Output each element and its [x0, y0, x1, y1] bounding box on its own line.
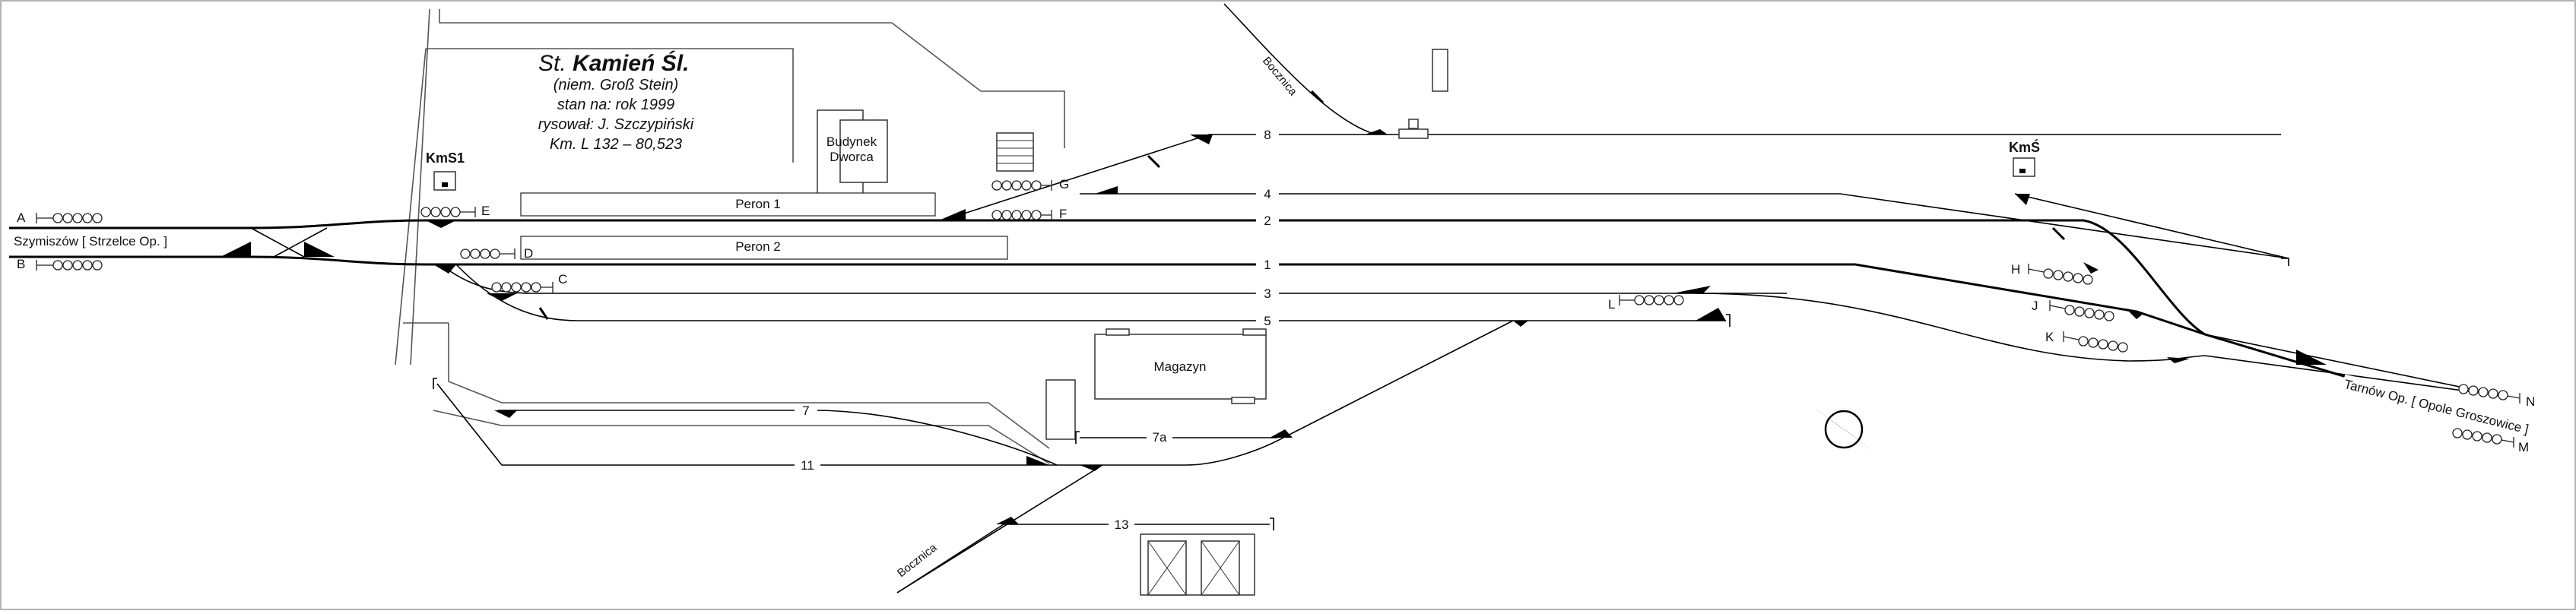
- siding-buildings-south: [1140, 533, 1255, 596]
- small-building-north: [1432, 49, 1448, 92]
- signal-box-east: KmŚ: [2009, 139, 2040, 177]
- signal-F: F: [991, 207, 1067, 221]
- warehouse-label: Magazyn: [1154, 359, 1207, 374]
- signal-G: G: [991, 177, 1069, 191]
- signal-L: L: [1608, 295, 1684, 312]
- track-numbers: 8 4 2 1 3 5 7 7a 11 13: [795, 128, 1279, 532]
- signal-C-label: C: [558, 272, 567, 286]
- platform-1: Peron 1: [520, 192, 936, 217]
- track-2-label: 2: [1264, 214, 1271, 228]
- signal-N-label: N: [2526, 394, 2535, 409]
- signal-F-label: F: [1059, 207, 1067, 221]
- small-shed: [1045, 379, 1076, 440]
- crossing-hut: [1408, 119, 1419, 129]
- level-crossing-marker: [1398, 128, 1429, 139]
- signal-E: E: [420, 204, 490, 218]
- subtitle-km: Km. L 132 – 80,523: [550, 136, 682, 153]
- signal-H-label: H: [2011, 262, 2020, 277]
- signal-D-label: D: [524, 246, 533, 261]
- buffer-stops: [433, 258, 2289, 530]
- track-1-label: 1: [1264, 258, 1271, 272]
- title-block: St. Kamień Śl. (niem. Groß Stein) stan n…: [538, 50, 694, 153]
- track-11-label: 11: [801, 458, 814, 473]
- switch-frogs: [220, 129, 2327, 524]
- track-8-label: 8: [1264, 128, 1271, 142]
- area-outlines: [395, 8, 1065, 464]
- signal-box-east-label: KmŚ: [2009, 139, 2040, 155]
- platform-2: Peron 2: [520, 236, 1008, 260]
- subtitle-german: (niem. Groß Stein): [554, 77, 678, 93]
- title: St. Kamień Śl.: [538, 50, 689, 76]
- signal-M: M: [2452, 428, 2529, 454]
- signal-C: C: [491, 272, 567, 293]
- track-7a-label: 7a: [1153, 430, 1167, 445]
- tracks: [9, 3, 2508, 593]
- subtitle-date: stan na: rok 1999: [557, 97, 675, 113]
- track-7-label: 7: [802, 404, 809, 418]
- signal-A: A: [17, 210, 103, 225]
- warehouse: Magazyn: [1094, 328, 1267, 404]
- signal-B-label: B: [17, 257, 25, 271]
- signal-G-label: G: [1059, 177, 1069, 191]
- signal-E-label: E: [481, 204, 490, 218]
- track-5-label: 5: [1264, 314, 1271, 328]
- direction-west: Szymiszów [ Strzelce Op. ]: [14, 234, 167, 248]
- signal-K-label: K: [2045, 330, 2054, 344]
- signal-K: K: [2045, 330, 2128, 353]
- track-13-label: 13: [1115, 517, 1129, 532]
- signal-N: N: [2458, 384, 2535, 409]
- signal-H: H: [2011, 262, 2093, 285]
- platform-1-label: Peron 1: [735, 197, 781, 211]
- signal-box-west: KmS1: [426, 150, 465, 191]
- track-4-label: 4: [1264, 187, 1271, 201]
- signal-D: D: [460, 246, 533, 261]
- signal-box-west-label: KmS1: [426, 150, 465, 166]
- track-3-label: 3: [1264, 286, 1271, 301]
- signal-M-label: M: [2518, 440, 2529, 454]
- compass-icon: [1813, 407, 1874, 452]
- subtitle-author: rysował: J. Szczypiński: [538, 116, 694, 133]
- derailers: [538, 90, 2066, 320]
- signal-B: B: [17, 257, 103, 271]
- signal-J-label: J: [2032, 299, 2038, 313]
- signal-J: J: [2032, 299, 2114, 321]
- ramp: [996, 132, 1034, 172]
- platform-2-label: Peron 2: [735, 239, 781, 254]
- signal-L-label: L: [1608, 297, 1615, 312]
- station-building-label-1: Budynek: [826, 135, 877, 149]
- signal-A-label: A: [17, 210, 26, 225]
- station-building-label-2: Dworca: [830, 150, 874, 164]
